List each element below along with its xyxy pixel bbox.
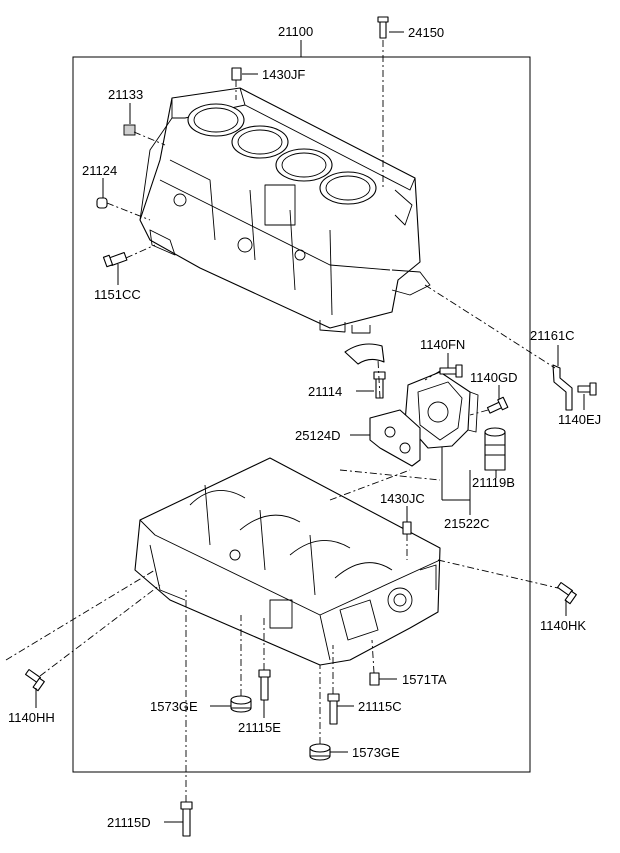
plug-1573GE-b — [309, 743, 331, 761]
label-1571TA: 1571TA — [402, 672, 447, 687]
label-1430JC: 1430JC — [380, 491, 425, 506]
bolt-1140HK — [556, 581, 577, 605]
bolt-1140GD — [486, 396, 509, 414]
plug-1573GE-a — [230, 695, 252, 713]
bolt-21115C — [327, 693, 340, 725]
crankcase-lower — [134, 457, 441, 666]
label-21114: 21114 — [308, 384, 342, 399]
label-1140GD: 1140GD — [470, 370, 517, 385]
valve-cylinder — [484, 427, 506, 471]
bolt-1140HH — [24, 668, 45, 692]
gasket — [369, 409, 421, 467]
label-1140EJ: 1140EJ — [558, 412, 601, 427]
label-1573GE-b: 1573GE — [352, 745, 400, 760]
label-1140HK: 1140HK — [540, 618, 586, 633]
part-labels: 21100 24150 1430JF 21133 21124 1151CC 21… — [8, 24, 601, 830]
label-1151CC: 1151CC — [94, 287, 141, 302]
cylinder-block-upper — [139, 87, 431, 334]
label-25124D: 25124D — [295, 428, 341, 443]
bolt-21115E — [258, 669, 271, 701]
plug-21133 — [123, 124, 136, 136]
label-21133: 21133 — [108, 87, 143, 102]
dowel-1430JF — [231, 67, 242, 81]
label-1573GE-a: 1573GE — [150, 699, 198, 714]
label-21115D: 21115D — [107, 815, 151, 830]
label-1140FN: 1140FN — [420, 337, 465, 352]
bolt-1151CC — [102, 251, 128, 268]
label-1140HH: 1140HH — [8, 710, 55, 725]
label-21100: 21100 — [278, 24, 313, 39]
bearing-cap — [344, 343, 385, 365]
label-21119B: 21119B — [472, 475, 515, 490]
leader-lines — [35, 31, 585, 823]
label-24150: 24150 — [408, 25, 444, 40]
dowel-1571TA — [369, 672, 380, 686]
alignment-lines — [5, 40, 559, 802]
bolt-21115D — [180, 801, 193, 837]
label-21115C: 21115C — [358, 699, 402, 714]
dowel-21124 — [96, 197, 108, 209]
bracket — [552, 364, 573, 411]
dowel-1430JC — [402, 521, 412, 535]
label-1430JF: 1430JF — [262, 67, 305, 82]
label-21124: 21124 — [82, 163, 117, 178]
bolt-24150 — [377, 16, 389, 39]
label-21522C: 21522C — [444, 516, 490, 531]
label-21115E: 21115E — [238, 720, 281, 735]
label-21161C: 21161C — [530, 328, 575, 343]
bolt-1140EJ — [577, 382, 597, 396]
